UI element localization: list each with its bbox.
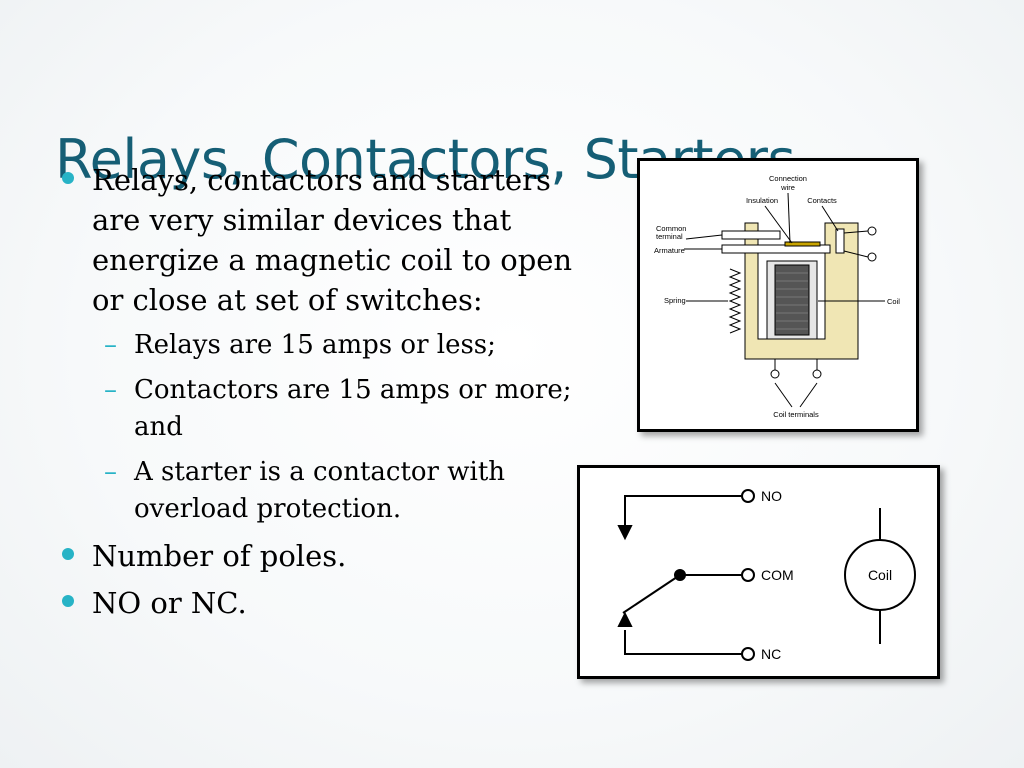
- insulation-strip: [784, 241, 821, 247]
- label-armature: Armature: [654, 246, 685, 255]
- label-insulation: Insulation: [746, 196, 778, 205]
- relay-schematic: NO COM NC Coil: [577, 465, 940, 679]
- sub-bullet-item: – Contactors are 15 amps or more; and: [104, 372, 580, 446]
- nc-wire: [624, 630, 742, 655]
- contact-block: [835, 228, 845, 254]
- coil-winding: [774, 264, 810, 336]
- label-common-terminal: Common: [656, 224, 686, 233]
- dash-icon: –: [104, 330, 117, 360]
- sub-bullet-text: Contactors are 15 amps or more; and: [134, 375, 572, 442]
- label-no: NO: [761, 488, 782, 504]
- bullet-dot-icon: [62, 548, 74, 560]
- dash-icon: –: [104, 457, 117, 487]
- no-wire: [624, 495, 743, 530]
- relay-schematic-svg: NO COM NC Coil: [617, 488, 916, 662]
- bullet-item: Relays, contactors and starters are very…: [60, 160, 580, 320]
- label-nc: NC: [761, 646, 781, 662]
- bullet-item: Number of poles.: [60, 536, 580, 576]
- label-com: COM: [761, 567, 794, 583]
- label-common-terminal-2: terminal: [656, 232, 683, 241]
- relay-diagram: Connection wire Insulation Contacts Comm…: [637, 158, 919, 432]
- switch-arm: [622, 574, 681, 614]
- sub-bullet-text: A starter is a contactor with overload p…: [134, 457, 506, 524]
- label-contacts: Contacts: [807, 196, 837, 205]
- bullet-list: Relays, contactors and starters are very…: [60, 160, 580, 630]
- contact-screw-icon: [867, 226, 877, 236]
- nc-arrow-icon: [617, 611, 633, 627]
- relay-diagram-svg: Connection wire Insulation Contacts Comm…: [654, 174, 900, 419]
- no-terminal-icon: [741, 489, 755, 503]
- label-coil: Coil: [887, 297, 900, 306]
- com-terminal-icon: [741, 568, 755, 582]
- label-coil-terminals: Coil terminals: [773, 410, 819, 419]
- bullet-item: NO or NC.: [60, 583, 580, 623]
- bullet-dot-icon: [62, 172, 74, 184]
- bullet-text: Relays, contactors and starters are very…: [92, 163, 573, 317]
- label-connection-wire: Connection: [769, 174, 807, 183]
- bullet-text: Number of poles.: [92, 539, 347, 573]
- coil-winding-lines: [776, 272, 808, 330]
- contact-screw-icon: [867, 252, 877, 262]
- nc-terminal-icon: [741, 647, 755, 661]
- spring-coil: [728, 268, 742, 334]
- sub-bullet-item: – A starter is a contactor with overload…: [104, 454, 580, 528]
- no-arrow-icon: [617, 525, 633, 541]
- coil-terminal-icon: [812, 369, 822, 379]
- bullet-dot-icon: [62, 595, 74, 607]
- sub-bullet-list: – Relays are 15 amps or less; – Contacto…: [104, 327, 580, 528]
- coil-terminal-icon: [770, 369, 780, 379]
- label-connection-wire-2: wire: [780, 183, 795, 192]
- label-coil-symbol: Coil: [868, 567, 892, 583]
- sub-bullet-item: – Relays are 15 amps or less;: [104, 327, 580, 364]
- label-spring: Spring: [664, 296, 686, 305]
- sub-bullet-text: Relays are 15 amps or less;: [134, 330, 496, 360]
- common-terminal: [721, 230, 781, 240]
- bullet-text: NO or NC.: [92, 586, 247, 620]
- relay-frame: [744, 222, 859, 360]
- dash-icon: –: [104, 375, 117, 405]
